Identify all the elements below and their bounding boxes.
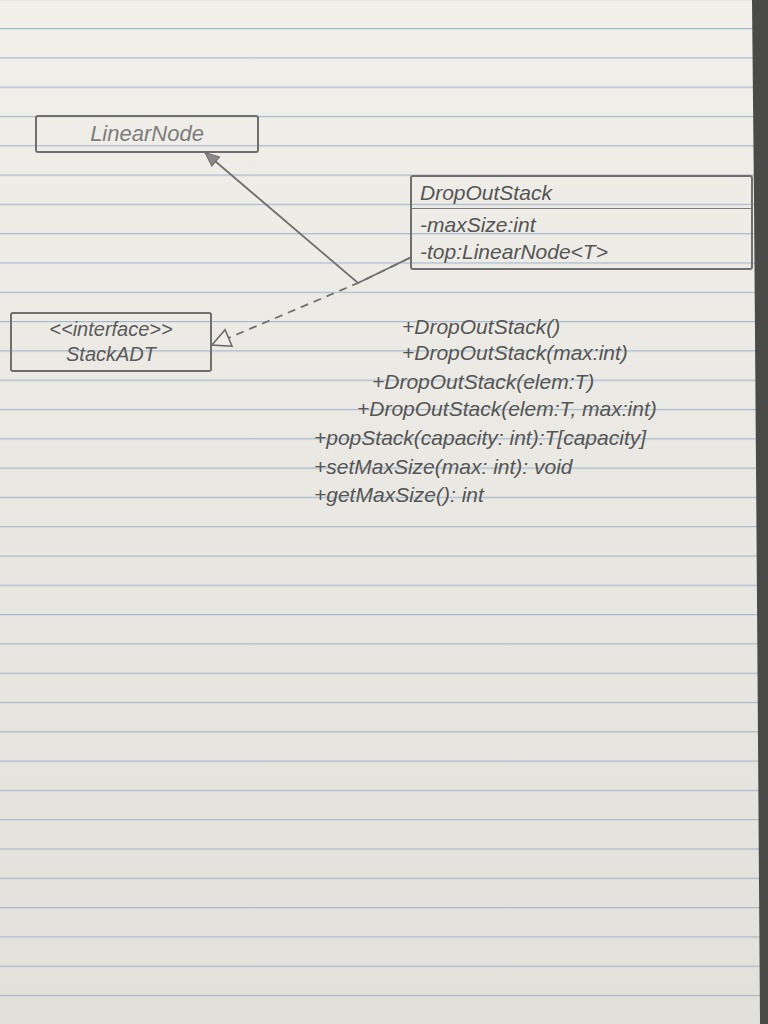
member-text: -maxSize:int: [420, 212, 743, 238]
method-text: +DropOutStack(elem:T, max:int): [357, 396, 657, 422]
class-box: DropOutStack -maxSize:int-top:LinearNode<…: [410, 175, 753, 270]
association-connector: [205, 153, 410, 284]
class-name: LinearNode: [45, 120, 249, 148]
method-text: +getMaxSize(): int: [314, 482, 484, 508]
paper-edge: [752, 0, 768, 1024]
class-box: LinearNode: [35, 115, 259, 153]
method-text: +setMaxSize(max: int): void: [314, 454, 573, 480]
member-text: StackADT: [20, 342, 202, 367]
realization-connector: [212, 258, 410, 345]
interface-box: <<interface>>StackADT: [10, 312, 212, 372]
method-text: +DropOutStack(elem:T): [372, 369, 594, 395]
method-text: +DropOutStack(max:int): [402, 340, 628, 366]
method-text: +popStack(capacity: int):T[capacity]: [314, 425, 646, 451]
class-name: DropOutStack: [412, 180, 751, 209]
member-text: -top:LinearNode<T>: [420, 239, 743, 265]
class-name: <<interface>>: [20, 317, 202, 342]
method-text: +DropOutStack(): [402, 314, 560, 340]
